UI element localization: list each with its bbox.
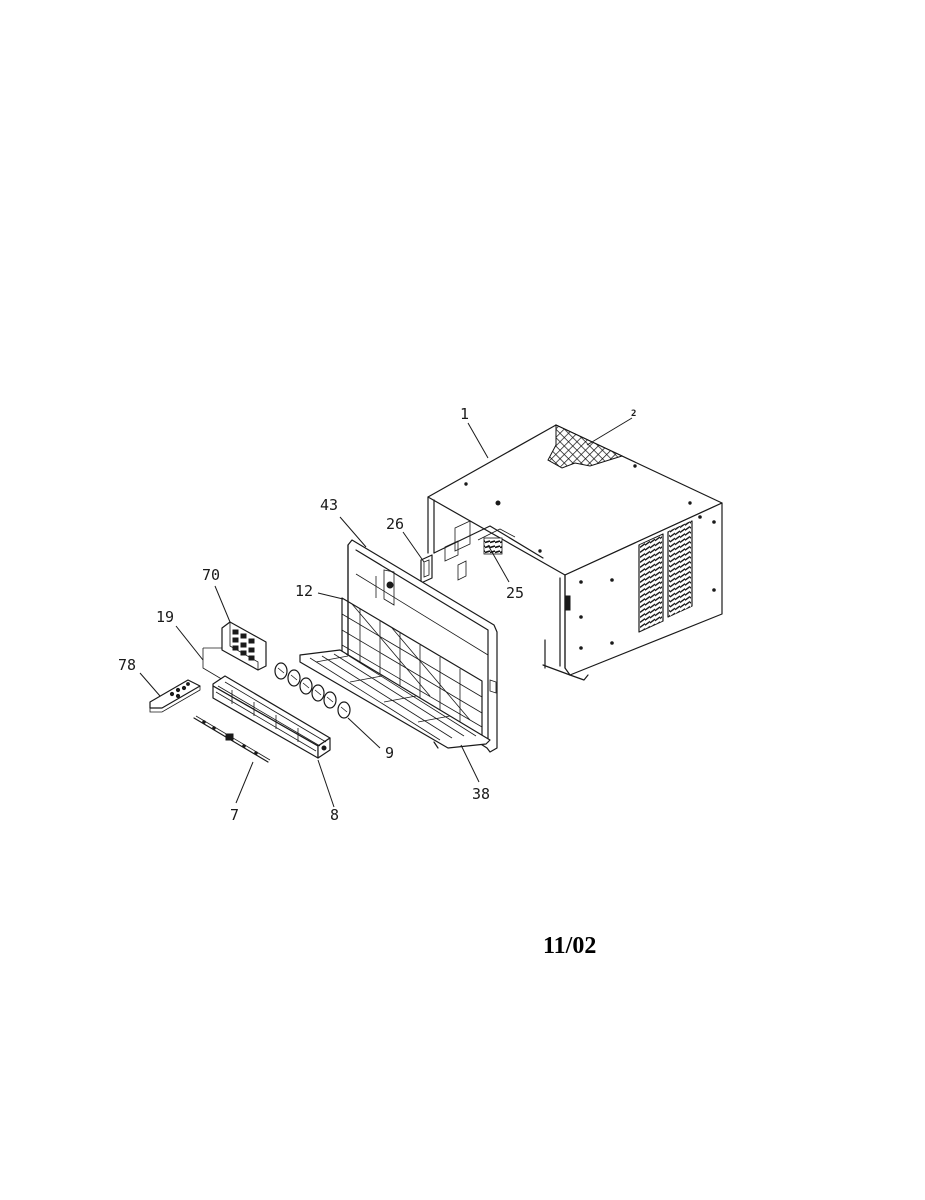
control-panel-part bbox=[221, 621, 267, 671]
part-number-labels: 1 2 43 26 25 12 70 19 78 9 38 7 8 bbox=[118, 405, 636, 824]
leader-lines bbox=[139, 417, 633, 808]
remote-control-part bbox=[149, 679, 201, 713]
part-label-25: 25 bbox=[506, 584, 524, 602]
part-label-43: 43 bbox=[320, 496, 338, 514]
mesh-insulation-part bbox=[547, 424, 624, 469]
bracket-part bbox=[420, 540, 459, 584]
cabinet-part bbox=[427, 424, 723, 681]
part-label-19: 19 bbox=[156, 608, 174, 626]
part-label-38: 38 bbox=[472, 785, 490, 803]
part-label-12: 12 bbox=[295, 582, 313, 600]
part-label-9: 9 bbox=[385, 744, 394, 762]
louver-rod-part bbox=[193, 715, 271, 763]
grille-frame-part bbox=[212, 675, 331, 759]
part-label-7: 7 bbox=[230, 806, 239, 824]
part-label-70: 70 bbox=[202, 566, 220, 584]
part-label-2: 2 bbox=[631, 409, 636, 419]
part-label-78: 78 bbox=[118, 656, 136, 674]
part-label-26: 26 bbox=[386, 515, 404, 533]
grille-tray-part bbox=[299, 649, 491, 749]
part-label-1: 1 bbox=[460, 405, 469, 423]
part-label-8: 8 bbox=[330, 806, 339, 824]
date-code: 11/02 bbox=[543, 933, 596, 959]
louver-knobs-part bbox=[274, 662, 351, 719]
